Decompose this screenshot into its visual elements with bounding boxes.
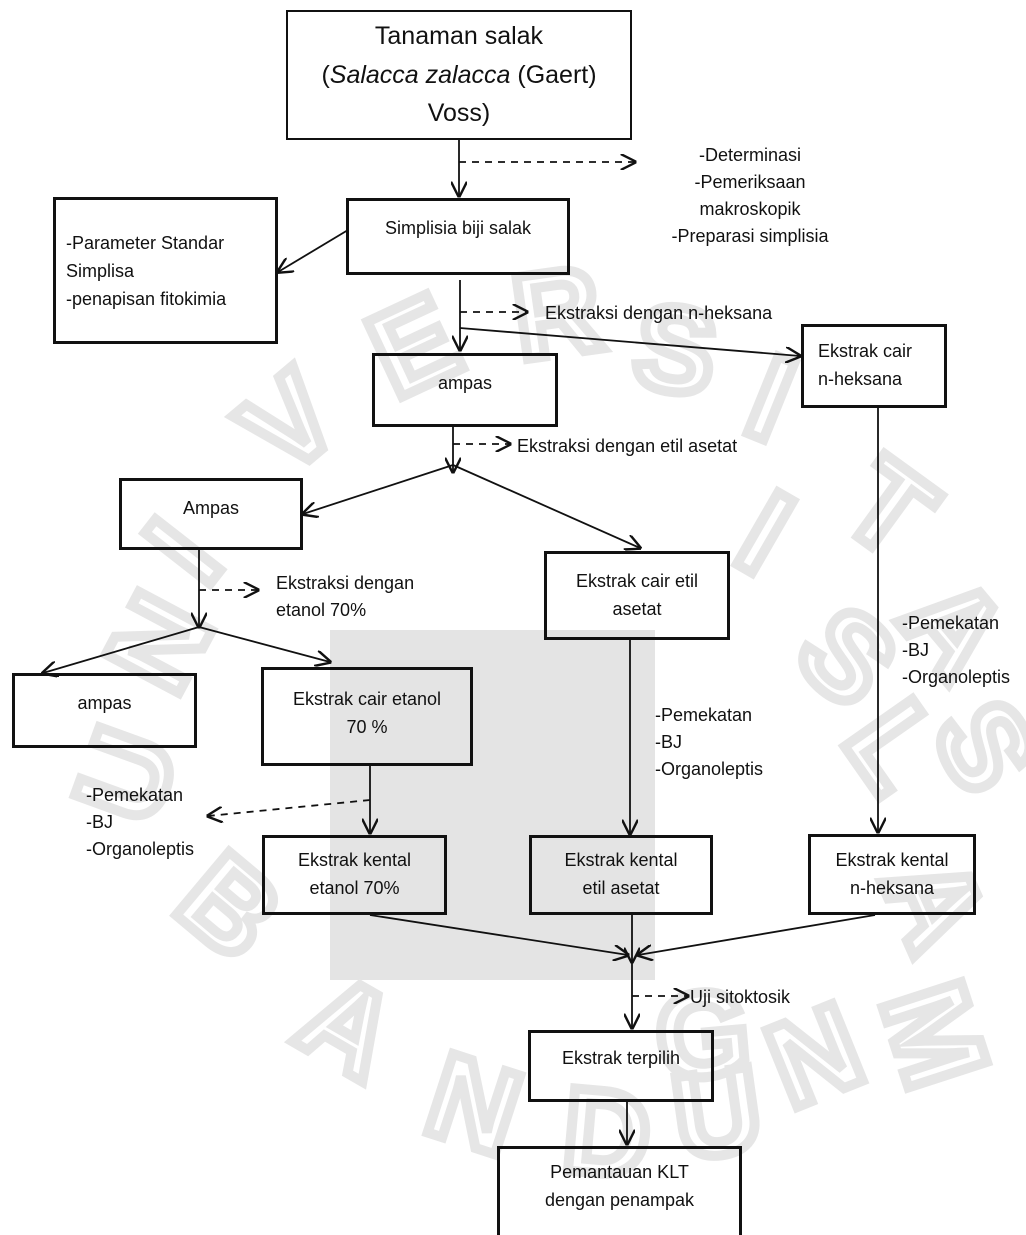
dashed-arrow-proses-etanol [208, 799, 371, 816]
kental-etanol-line1: Ekstrak kental [297, 850, 412, 871]
watermark-block [330, 630, 655, 980]
determinasi-line2: -Pemeriksaan [694, 172, 806, 192]
tanaman-line1: Tanaman salak [374, 21, 544, 50]
node-ekstrak-cair-heksana: Ekstrak cair n-heksana [801, 324, 947, 408]
cair-etil-line2: asetat [612, 598, 662, 619]
note-ekstraksi-etanol: Ekstraksi dengan etanol 70% [276, 570, 414, 624]
arrow-to-ekstrak-cair-etil [452, 464, 640, 548]
proses-etanol-line3: -Organoleptis [86, 839, 195, 859]
arrow-to-ampas3 [43, 626, 200, 673]
determinasi-line4: -Preparasi simplisia [671, 226, 829, 246]
proses-heksana-line2: -BJ [902, 640, 929, 660]
arrow-etanol-converge [369, 914, 628, 955]
ekstraksi-etanol-line2: etanol 70% [276, 600, 367, 620]
cair-etanol-line2: 70 % [346, 716, 388, 737]
determinasi-line3: makroskopik [699, 199, 801, 219]
parameter-line3: -penapisan fitokimia [66, 288, 227, 309]
node-simplisia: Simplisia biji salak [346, 198, 570, 275]
cair-etanol-line1: Ekstrak cair etanol [292, 689, 442, 709]
proses-heksana-line1: -Pemekatan [902, 613, 1000, 633]
watermark-letter: G [651, 964, 756, 1106]
node-pemantauan-klt: Pemantauan KLT dengan penampak [497, 1146, 742, 1235]
arrow-simplisia-parameter [278, 229, 349, 272]
proses-etanol-line2: -BJ [86, 812, 113, 832]
klt-line1: Pemantauan KLT [550, 1162, 689, 1182]
arrow-heksana-converge [638, 914, 876, 955]
ekstraksi-etil-text: Ekstraksi dengan etil asetat [517, 436, 738, 456]
uji-text: Uji sitoktosik [690, 987, 791, 1007]
node-ampas-3: ampas [12, 673, 197, 748]
kental-etanol-line2: etanol 70% [309, 878, 400, 898]
node-ampas-2: Ampas [119, 478, 303, 550]
proses-etil-line2: -BJ [655, 732, 682, 752]
tanaman-latin-name: Salacca zalacca [329, 60, 511, 89]
node-ekstrak-terpilih: Ekstrak terpilih [528, 1030, 714, 1102]
kental-heksana-line1: Ekstrak kental [835, 849, 949, 870]
node-ekstrak-cair-etil: Ekstrak cair etil asetat [544, 551, 730, 640]
terpilih-label: Ekstrak terpilih [561, 1048, 681, 1068]
node-ampas-1: ampas [372, 353, 558, 427]
parameter-line2: Simplisa [66, 260, 135, 281]
kental-etil-line2: etil asetat [582, 878, 660, 898]
proses-etil-line1: -Pemekatan [655, 705, 753, 725]
cair-etil-line1: Ekstrak cair etil [575, 570, 699, 591]
arrow-to-ekstrak-cair-heksana [459, 327, 800, 356]
ampas3-label: ampas [77, 693, 132, 713]
proses-etanol-line1: -Pemekatan [86, 785, 184, 805]
ekstraksi-heksana-text: Ekstraksi dengan n-heksana [545, 303, 773, 323]
cair-heksana-line1: Ekstrak cair [818, 341, 913, 362]
node-parameter: -Parameter Standar Simplisa -penapisan f… [53, 197, 278, 344]
tanaman-line3: Voss) [427, 99, 491, 128]
ampas1-label: ampas [437, 373, 493, 393]
simplisia-label: Simplisia biji salak [384, 218, 532, 238]
note-ekstraksi-etil: Ekstraksi dengan etil asetat [517, 433, 737, 460]
arrow-to-ampas2 [303, 464, 454, 514]
node-tanaman-salak: Tanaman salak (Salacca zalacca (Gaert) V… [286, 10, 632, 140]
note-determinasi: -Determinasi -Pemeriksaan makroskopik -P… [655, 142, 845, 250]
ekstraksi-etanol-line1: Ekstraksi dengan [276, 573, 415, 593]
proses-etil-line3: -Organoleptis [655, 759, 764, 779]
tanaman-line2-close: (Gaert) [510, 60, 597, 89]
note-ekstraksi-heksana: Ekstraksi dengan n-heksana [545, 300, 772, 327]
note-proses-etanol: -Pemekatan -BJ -Organoleptis [86, 782, 194, 863]
proses-heksana-line3: -Organoleptis [902, 667, 1011, 687]
watermark-letter: D [558, 1062, 656, 1203]
kental-heksana-line2: n-heksana [849, 877, 935, 898]
tanaman-line2-open: ( [321, 60, 330, 89]
arrow-to-ekstrak-cair-etanol [198, 626, 330, 662]
note-proses-etil: -Pemekatan -BJ -Organoleptis [655, 702, 763, 783]
node-ekstrak-cair-etanol: Ekstrak cair etanol 70 % [261, 667, 473, 766]
note-proses-heksana: -Pemekatan -BJ -Organoleptis [902, 610, 1010, 691]
node-kental-etil: Ekstrak kental etil asetat [529, 835, 713, 915]
parameter-line1: -Parameter Standar [66, 233, 225, 253]
ampas2-label: Ampas [182, 498, 240, 518]
note-uji-sitoktosik: Uji sitoktosik [690, 984, 790, 1011]
klt-line2: dengan penampak [544, 1189, 695, 1210]
node-kental-etanol: Ekstrak kental etanol 70% [262, 835, 447, 915]
cair-heksana-line2: n-heksana [818, 369, 903, 389]
kental-etil-line1: Ekstrak kental [564, 850, 678, 871]
node-kental-heksana: Ekstrak kental n-heksana [808, 834, 976, 915]
determinasi-line1: -Determinasi [698, 145, 802, 165]
